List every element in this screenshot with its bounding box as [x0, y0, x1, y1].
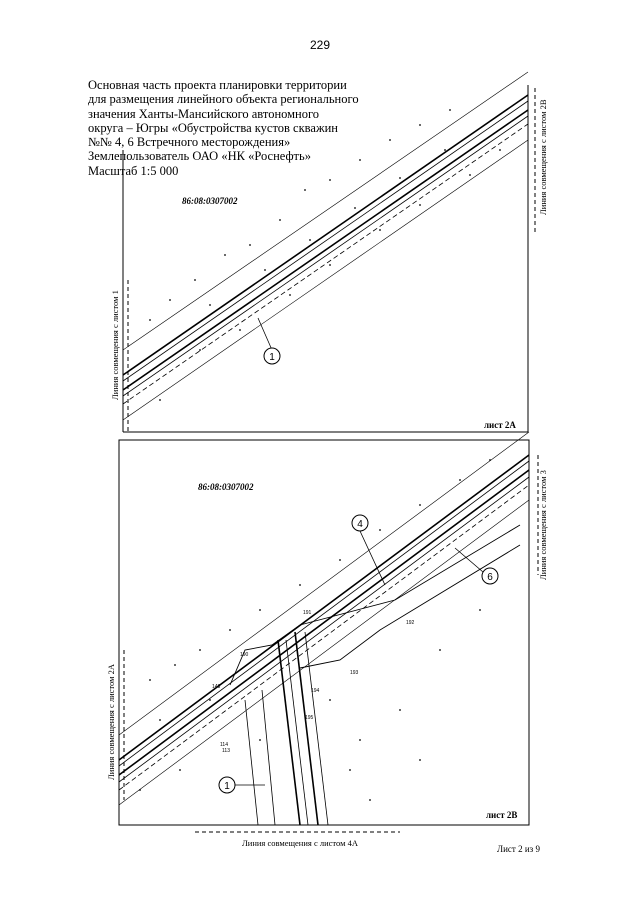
upper-terrain-dots: [149, 109, 501, 401]
upper-callout-1: [257, 317, 281, 365]
point-label: 114: [220, 742, 228, 748]
upper-sheet-frame: [122, 85, 529, 433]
lower-right-match-label: Линия совмещения с листом 3: [538, 470, 548, 580]
point-label: 195: [305, 715, 314, 721]
title-line: №№ 4, 6 Встречного месторождения»: [88, 135, 291, 150]
upper-corridor: [122, 71, 529, 421]
title-block: Основная часть проекта планировки террит…: [88, 78, 359, 178]
upper-sheet-label: лист 2А: [484, 420, 516, 430]
match-lines: [123, 88, 539, 833]
title-line: округа – Югры «Обустройства кустов скваж…: [88, 120, 338, 135]
upper-right-match-label: Линия совмещения с листом 2В: [538, 99, 548, 215]
lower-cadastral-number: 86:08:0307002: [198, 482, 254, 492]
lower-sheet-frame: [118, 439, 530, 826]
upper-left-match-label: Линия совмещения с листом 1: [110, 290, 120, 400]
lower-branch-road: [244, 631, 329, 826]
title-line: для размещения линейного объекта региона…: [88, 92, 359, 107]
lower-callout-6: [454, 547, 499, 585]
lower-left-match-label: Линия совмещения с листом 2А: [106, 663, 116, 780]
page-number: 229: [309, 38, 331, 52]
lower-callout-6-label: 6: [487, 572, 493, 583]
title-line: Основная часть проекта планировки террит…: [88, 78, 347, 92]
lower-corridor: [118, 431, 530, 806]
scale-line: Масштаб 1:5 000: [88, 163, 179, 178]
point-label: 190: [240, 652, 249, 658]
point-label: 113: [222, 748, 230, 754]
upper-callout-label: 1: [269, 352, 275, 363]
point-label: 192: [406, 620, 415, 626]
lower-callout-1: [218, 776, 265, 794]
point-label: 148: [212, 684, 221, 690]
bottom-match-label: Линия совмещения с листом 4А: [242, 838, 358, 848]
lower-callout-1-label: 1: [224, 781, 230, 792]
sheet-counter: Лист 2 из 9: [497, 844, 540, 854]
lower-terrain-dots: [139, 459, 491, 801]
lower-callout-4-label: 4: [357, 519, 363, 530]
lower-boundary: [229, 524, 521, 686]
lower-sheet-label: лист 2В: [486, 810, 517, 820]
point-label: 191: [303, 610, 312, 616]
upper-cadastral-number: 86:08:0307002: [182, 196, 238, 206]
point-label: 194: [311, 688, 320, 694]
title-line: значения Ханты-Мансийского автономного: [88, 106, 320, 121]
lower-callout-4: [351, 514, 386, 586]
point-label: 193: [350, 670, 359, 676]
title-line: Землепользователь ОАО «НК «Роснефть»: [88, 149, 311, 164]
